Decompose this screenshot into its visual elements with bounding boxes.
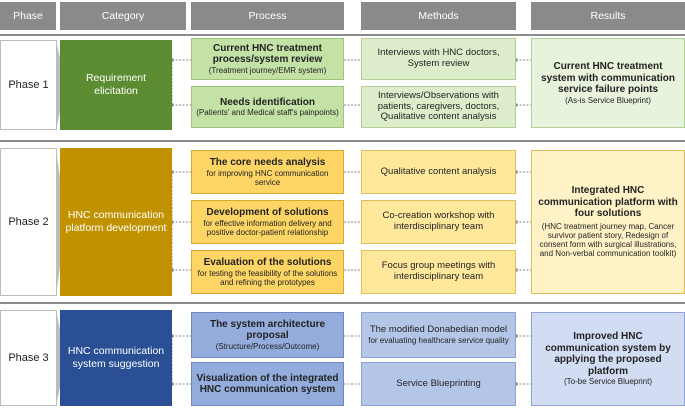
method-text: Service Blueprinting	[396, 377, 481, 389]
result-subtitle: (HNC treatment journey map, Cancer survi…	[539, 221, 677, 259]
process-box: The core needs analysis for improving HN…	[191, 150, 344, 194]
phase-label-text: Phase 2	[8, 216, 49, 228]
method-subtext: for evaluating healthcare service qualit…	[368, 335, 509, 345]
phase-3-label: Phase 3	[0, 310, 57, 406]
header-results-label: Results	[590, 10, 626, 22]
process-box: Current HNC treatment process/system rev…	[191, 38, 344, 80]
method-box: Qualitative content analysis	[361, 150, 516, 194]
process-title: Evaluation of the solutions	[203, 257, 332, 269]
process-subtitle: for improving HNC communication service	[206, 168, 329, 187]
separator-line	[0, 34, 685, 36]
result-title: Integrated HNC communication platform wi…	[538, 185, 678, 220]
header-methods-label: Methods	[418, 10, 459, 22]
process-title: Current HNC treatment process/system rev…	[212, 42, 323, 66]
separator-line	[0, 140, 685, 142]
phase-label-text: Phase 1	[8, 79, 49, 91]
result-box: Current HNC treatment system with commun…	[531, 38, 685, 128]
result-subtitle: (To-be Service Blueprint)	[563, 377, 653, 387]
process-subtitle: (Structure/Process/Outcome)	[215, 341, 320, 351]
process-subtitle: for testing the feasibility of the solut…	[197, 268, 338, 287]
result-subtitle: (As-is Service Blueprint)	[565, 95, 651, 105]
header-process-label: Process	[248, 10, 287, 22]
separator-line	[0, 302, 685, 304]
header-category: Category	[60, 2, 186, 30]
process-title: Development of solutions	[206, 207, 329, 219]
category-system-suggestion: HNC communication system suggestion	[60, 310, 172, 406]
process-box: Needs identification (Patients' and Medi…	[191, 86, 344, 128]
header-phase-label: Phase	[13, 10, 43, 22]
method-text: Co-creation workshop with interdisciplin…	[382, 210, 495, 232]
method-box: Interviews with HNC doctors, System revi…	[361, 38, 516, 80]
process-box: Visualization of the integrated HNC comm…	[191, 362, 344, 406]
process-subtitle: (Treatment journey/EMR system)	[208, 65, 327, 75]
method-box: Interviews/Observations with patients, c…	[361, 86, 516, 128]
method-text: Qualitative content analysis	[380, 165, 497, 177]
header-phase: Phase	[0, 2, 56, 30]
process-title: Visualization of the integrated HNC comm…	[196, 372, 339, 396]
method-box: Co-creation workshop with interdisciplin…	[361, 200, 516, 244]
method-text: Focus group meetings with interdisciplin…	[381, 260, 496, 282]
method-box: The modified Donabedian model for evalua…	[361, 312, 516, 358]
method-box: Focus group meetings with interdisciplin…	[361, 250, 516, 294]
header-methods: Methods	[361, 2, 516, 30]
phase-label-text: Phase 3	[8, 352, 49, 364]
result-box: Improved HNC communication system by app…	[531, 312, 685, 406]
process-title: The core needs analysis	[209, 157, 326, 169]
result-title: Improved HNC communication system by app…	[545, 331, 671, 377]
phase-1-label: Phase 1	[0, 40, 57, 130]
header-process: Process	[191, 2, 344, 30]
category-label: HNC communication platform development	[65, 208, 167, 234]
category-label: HNC communication system suggestion	[67, 344, 165, 370]
header-results: Results	[531, 2, 685, 30]
process-box: Evaluation of the solutions for testing …	[191, 250, 344, 294]
phase-2-label: Phase 2	[0, 148, 57, 296]
header-category-label: Category	[101, 10, 145, 22]
process-title: The system architecture proposal	[209, 318, 326, 342]
category-platform-development: HNC communication platform development	[60, 148, 172, 296]
category-label: Requirement elicitation	[85, 71, 147, 97]
category-requirement-elicitation: Requirement elicitation	[60, 40, 172, 130]
result-title: Current HNC treatment system with commun…	[541, 61, 675, 96]
process-box: Development of solutions for effective i…	[191, 200, 344, 244]
method-box: Service Blueprinting	[361, 362, 516, 406]
process-subtitle: for effective information delivery and p…	[203, 218, 332, 237]
result-box: Integrated HNC communication platform wi…	[531, 150, 685, 294]
method-text: Interviews/Observations with patients, c…	[377, 89, 500, 123]
method-text: The modified Donabedian model	[369, 323, 508, 335]
process-subtitle: (Patients' and Medical staff's painpoint…	[196, 108, 339, 118]
method-text: Interviews with HNC doctors, System revi…	[377, 47, 500, 69]
process-title: Needs identification	[219, 96, 315, 108]
process-box: The system architecture proposal (Struct…	[191, 312, 344, 358]
